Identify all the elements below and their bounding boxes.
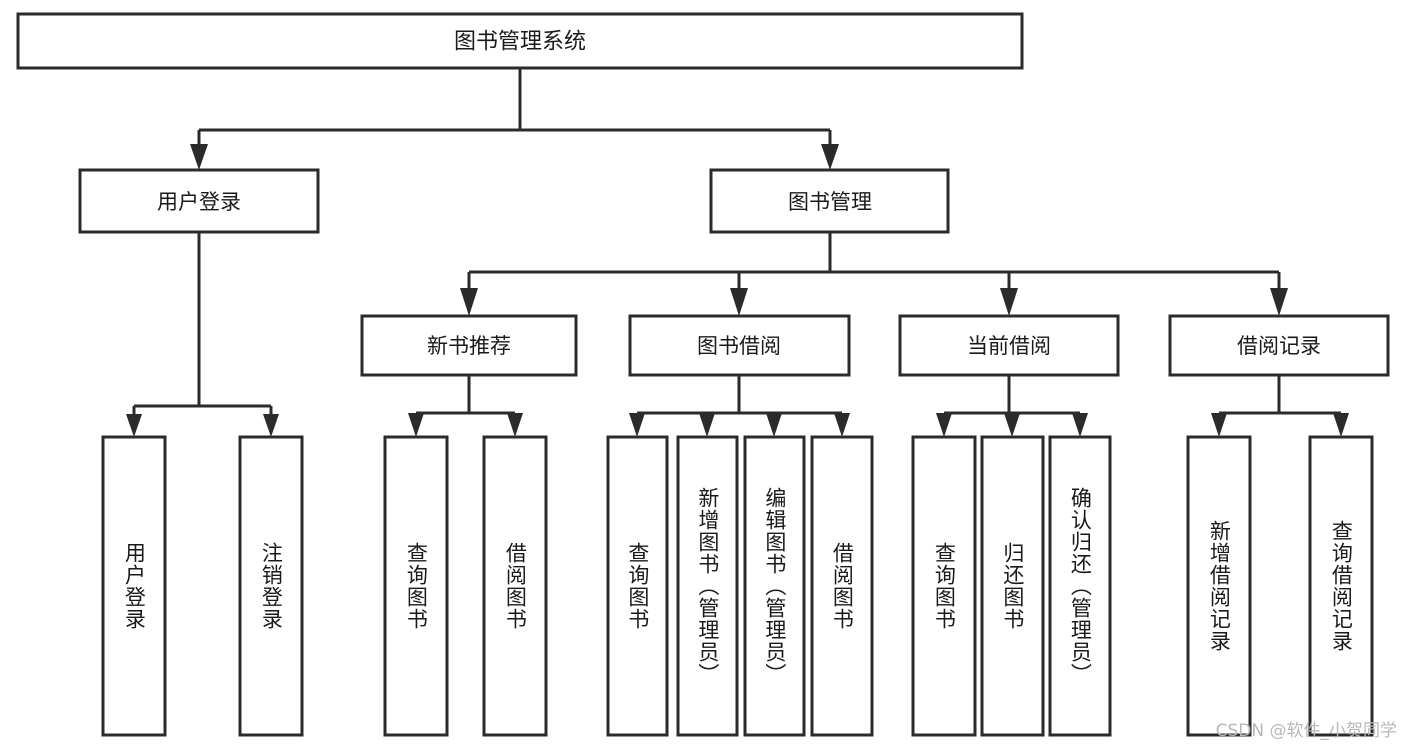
arrowhead-icon bbox=[699, 413, 715, 437]
arrowhead-icon bbox=[126, 414, 142, 437]
node-user-login[interactable]: 用户登录 bbox=[78, 168, 320, 234]
connector-group-user-login bbox=[126, 232, 279, 437]
node-borrow-record-label: 借阅记录 bbox=[1237, 334, 1321, 358]
node-root-label: 图书管理系统 bbox=[454, 30, 586, 55]
node-new-book-recommend[interactable]: 新书推荐 bbox=[360, 314, 578, 377]
leaf-box-borrow-book-2[interactable] bbox=[810, 435, 874, 737]
connector-group-root bbox=[190, 68, 839, 170]
leaf-box-borrow-book-1[interactable] bbox=[482, 435, 548, 737]
arrowhead-icon bbox=[629, 413, 645, 437]
node-borrow-record[interactable]: 借阅记录 bbox=[1168, 314, 1390, 377]
node-user-login-box[interactable] bbox=[78, 168, 320, 234]
leaf-box-confirm-return[interactable] bbox=[1048, 435, 1112, 737]
arrowhead-icon bbox=[821, 144, 839, 170]
node-book-manage-label: 图书管理 bbox=[788, 190, 872, 214]
arrowhead-icon bbox=[1270, 288, 1288, 316]
leaf-box-query-book-1[interactable] bbox=[383, 435, 449, 737]
leaf-box-query-record[interactable] bbox=[1308, 435, 1374, 737]
arrowhead-icon bbox=[1000, 288, 1018, 316]
connector-group-borrow-record bbox=[1211, 375, 1349, 437]
watermark-text: CSDN @软件_小贺同学 bbox=[1215, 721, 1397, 741]
arrowhead-icon bbox=[408, 413, 424, 437]
node-borrow-record-box[interactable] bbox=[1168, 314, 1390, 377]
arrowhead-icon bbox=[766, 413, 782, 437]
leaf-box-logout-login[interactable] bbox=[238, 435, 304, 737]
arrowhead-icon bbox=[730, 288, 748, 316]
node-root-box[interactable] bbox=[16, 12, 1024, 70]
leaf-box-user-login[interactable] bbox=[101, 435, 167, 737]
node-current-borrow[interactable]: 当前借阅 bbox=[898, 314, 1120, 377]
arrowhead-icon bbox=[1004, 413, 1020, 437]
node-current-borrow-box[interactable] bbox=[898, 314, 1120, 377]
node-new-book-recommend-label: 新书推荐 bbox=[427, 334, 511, 358]
node-root[interactable]: 图书管理系统 bbox=[16, 12, 1024, 70]
node-book-borrow[interactable]: 图书借阅 bbox=[628, 314, 851, 377]
arrowhead-icon bbox=[1333, 413, 1349, 437]
arrowhead-icon bbox=[1072, 413, 1088, 437]
leaf-box-query-book-3[interactable] bbox=[911, 435, 977, 737]
arrowhead-icon bbox=[1211, 413, 1227, 437]
arrowhead-icon bbox=[507, 413, 523, 437]
node-new-book-recommend-box[interactable] bbox=[360, 314, 578, 377]
connector-group-book-manage bbox=[460, 232, 1288, 316]
arrowhead-icon bbox=[834, 413, 850, 437]
leaf-box-add-book-admin[interactable] bbox=[676, 435, 739, 737]
leaf-box-return-book[interactable] bbox=[980, 435, 1045, 737]
arrowhead-icon bbox=[936, 413, 952, 437]
leaf-box-edit-book-admin[interactable] bbox=[743, 435, 806, 737]
node-book-borrow-box[interactable] bbox=[628, 314, 851, 377]
connector-group-book-borrow bbox=[629, 375, 850, 437]
node-book-borrow-label: 图书借阅 bbox=[697, 334, 781, 358]
node-current-borrow-label: 当前借阅 bbox=[967, 334, 1051, 358]
connector-group-new-book bbox=[408, 375, 523, 437]
node-book-manage-box[interactable] bbox=[709, 168, 950, 234]
arrowhead-icon bbox=[190, 144, 208, 170]
leaf-box-query-book-2[interactable] bbox=[606, 435, 669, 737]
connector-group-current-borrow bbox=[936, 375, 1088, 437]
arrowhead-icon bbox=[460, 288, 478, 316]
node-user-login-label: 用户登录 bbox=[157, 190, 241, 214]
leaf-box-add-record[interactable] bbox=[1186, 435, 1252, 737]
arrowhead-icon bbox=[263, 414, 279, 437]
node-book-manage[interactable]: 图书管理 bbox=[709, 168, 950, 234]
leaf-box-group bbox=[101, 435, 1374, 737]
